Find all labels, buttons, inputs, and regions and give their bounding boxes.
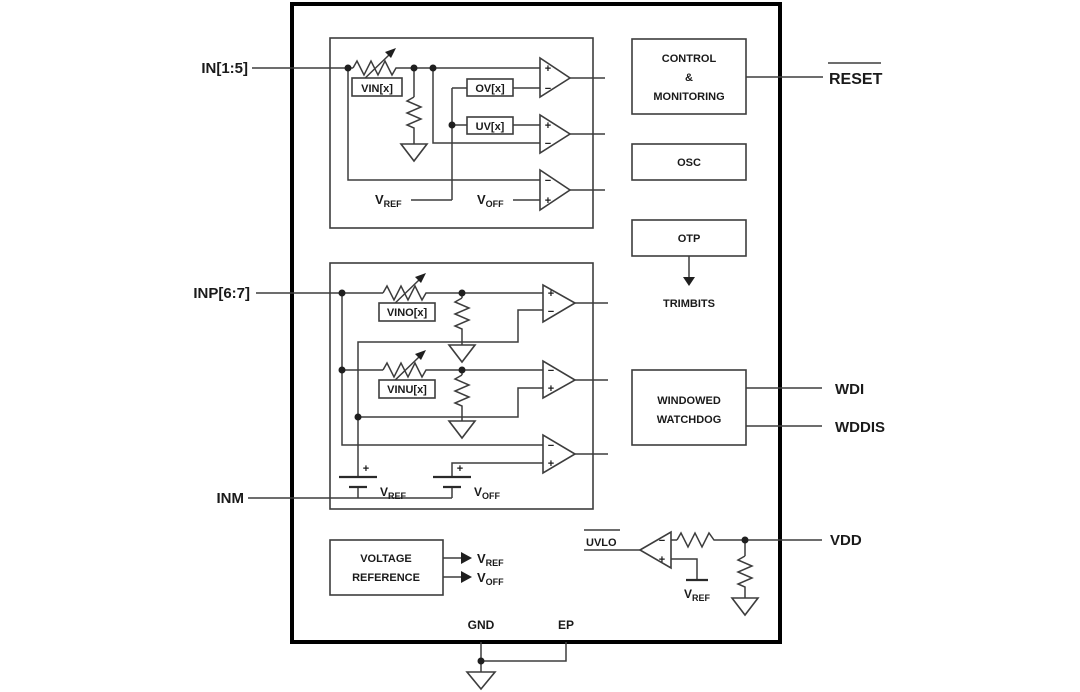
inm-pin-label: INM xyxy=(217,490,245,507)
inp-pin-label: INP[6:7] xyxy=(193,285,250,302)
control-monitoring-line2: & xyxy=(685,72,693,84)
plus-sign: + xyxy=(545,195,551,207)
osc-block: OSC xyxy=(631,143,747,181)
otp-label: OTP xyxy=(678,233,701,245)
comparator-icon: + − xyxy=(542,283,577,324)
gnd-pin-label: GND xyxy=(468,618,495,632)
comparator-icon: − + xyxy=(638,530,672,570)
vdd-pin-label: VDD xyxy=(830,532,862,549)
minus-sign: − xyxy=(545,175,551,187)
chip-outline xyxy=(290,2,782,644)
ov-threshold-label: OV[x] xyxy=(475,83,505,95)
plus-sign: + xyxy=(548,288,554,300)
uv-threshold-box xyxy=(466,116,514,135)
vref-label: VREF xyxy=(375,192,402,209)
ep-pin-label: EP xyxy=(558,618,574,632)
vino-threshold-label: VINO[x] xyxy=(387,307,428,319)
voltage-reference-line2: REFERENCE xyxy=(352,572,420,584)
otp-block: OTP TRIMBITS xyxy=(631,219,747,310)
osc-label: OSC xyxy=(677,157,701,169)
minus-sign: − xyxy=(548,440,554,452)
windowed-watchdog-block: WINDOWED WATCHDOG xyxy=(631,369,747,446)
comparator-icon: − + xyxy=(539,168,572,212)
uvlo-circuit: UVLO − + VREF xyxy=(584,529,760,617)
junction-dot xyxy=(741,536,749,544)
junction-dots xyxy=(344,64,456,129)
ground-icon xyxy=(465,671,497,691)
voff-label: VOFF xyxy=(477,192,504,209)
comparator-icon: − + xyxy=(542,433,577,475)
pin-labels: IN[1:5] INP[6:7] INM RESET WDI WDDIS VDD xyxy=(193,60,885,549)
comparator-icon: − + xyxy=(542,359,577,400)
voltage-reference-block: VOLTAGE REFERENCE VREF VOFF xyxy=(329,539,504,596)
ground-icon xyxy=(447,420,477,440)
control-monitoring-block: CONTROL & MONITORING xyxy=(631,38,747,115)
vino-threshold-box xyxy=(378,302,436,322)
watchdog-line2: WATCHDOG xyxy=(657,414,722,426)
voff-output-label: VOFF xyxy=(477,570,504,587)
ground-icon xyxy=(447,344,477,364)
resistor-icon xyxy=(736,555,754,588)
vinu-threshold-box xyxy=(378,379,436,399)
battery-icon: + xyxy=(339,463,377,489)
vin-threshold-label: VIN[x] xyxy=(361,83,393,95)
uvlo-vref-label: VREF xyxy=(684,587,711,603)
wdi-pin-label: WDI xyxy=(835,381,864,398)
comparator-icon: + − xyxy=(539,113,572,155)
wddis-pin-label: WDDIS xyxy=(835,419,885,436)
in-pin-label: IN[1:5] xyxy=(201,60,248,77)
trimbits-label: TRIMBITS xyxy=(663,298,715,310)
minus-sign: − xyxy=(548,365,554,377)
arrow-down-icon xyxy=(683,277,695,286)
junction-dot xyxy=(477,657,485,665)
voff-battery-label: VOFF xyxy=(474,485,501,501)
plus-sign: + xyxy=(545,63,551,75)
vin-threshold-box xyxy=(351,77,403,97)
watchdog-line1: WINDOWED xyxy=(657,395,721,407)
ground-icon xyxy=(399,143,429,163)
minus-sign: − xyxy=(545,138,551,150)
comparator-icon: + − xyxy=(539,56,572,99)
plus-sign: + xyxy=(659,554,665,566)
resistor-icon xyxy=(405,96,423,130)
control-monitoring-line3: MONITORING xyxy=(653,91,724,103)
resistor-icon xyxy=(453,297,471,331)
voltage-reference-line1: VOLTAGE xyxy=(360,553,412,565)
junction-dots xyxy=(338,289,466,421)
gnd-ep-pins: GND EP xyxy=(465,618,574,691)
pin-wires xyxy=(248,67,823,541)
reset-pin-label: RESET xyxy=(829,71,883,88)
ov-threshold-box xyxy=(466,78,514,97)
arrow-right-icon xyxy=(461,552,472,564)
minus-sign: − xyxy=(548,306,554,318)
resistor-icon xyxy=(676,531,717,549)
vinu-threshold-label: VINU[x] xyxy=(387,384,427,396)
battery-icon: + xyxy=(433,463,471,489)
minus-sign: − xyxy=(545,83,551,95)
arrow-right-icon xyxy=(461,571,472,583)
ground-icon xyxy=(730,597,760,617)
plus-sign: + xyxy=(548,383,554,395)
plus-sign: + xyxy=(457,463,463,475)
plus-sign: + xyxy=(545,120,551,132)
vref-output-label: VREF xyxy=(477,551,504,568)
vref-battery-label: VREF xyxy=(380,485,407,501)
plus-sign: + xyxy=(363,463,369,475)
uv-threshold-label: UV[x] xyxy=(476,121,505,133)
resistor-icon xyxy=(453,374,471,407)
plus-sign: + xyxy=(548,458,554,470)
input-monitor-block-2: VINO[x] VINU[x] + − − xyxy=(329,262,608,510)
uvlo-label: UVLO xyxy=(586,537,617,549)
control-monitoring-line1: CONTROL xyxy=(662,53,717,65)
input-monitor-block-1: VIN[x] OV[x] UV[x] + − + − − + VREF VOFF xyxy=(329,37,605,229)
minus-sign: − xyxy=(659,535,665,547)
